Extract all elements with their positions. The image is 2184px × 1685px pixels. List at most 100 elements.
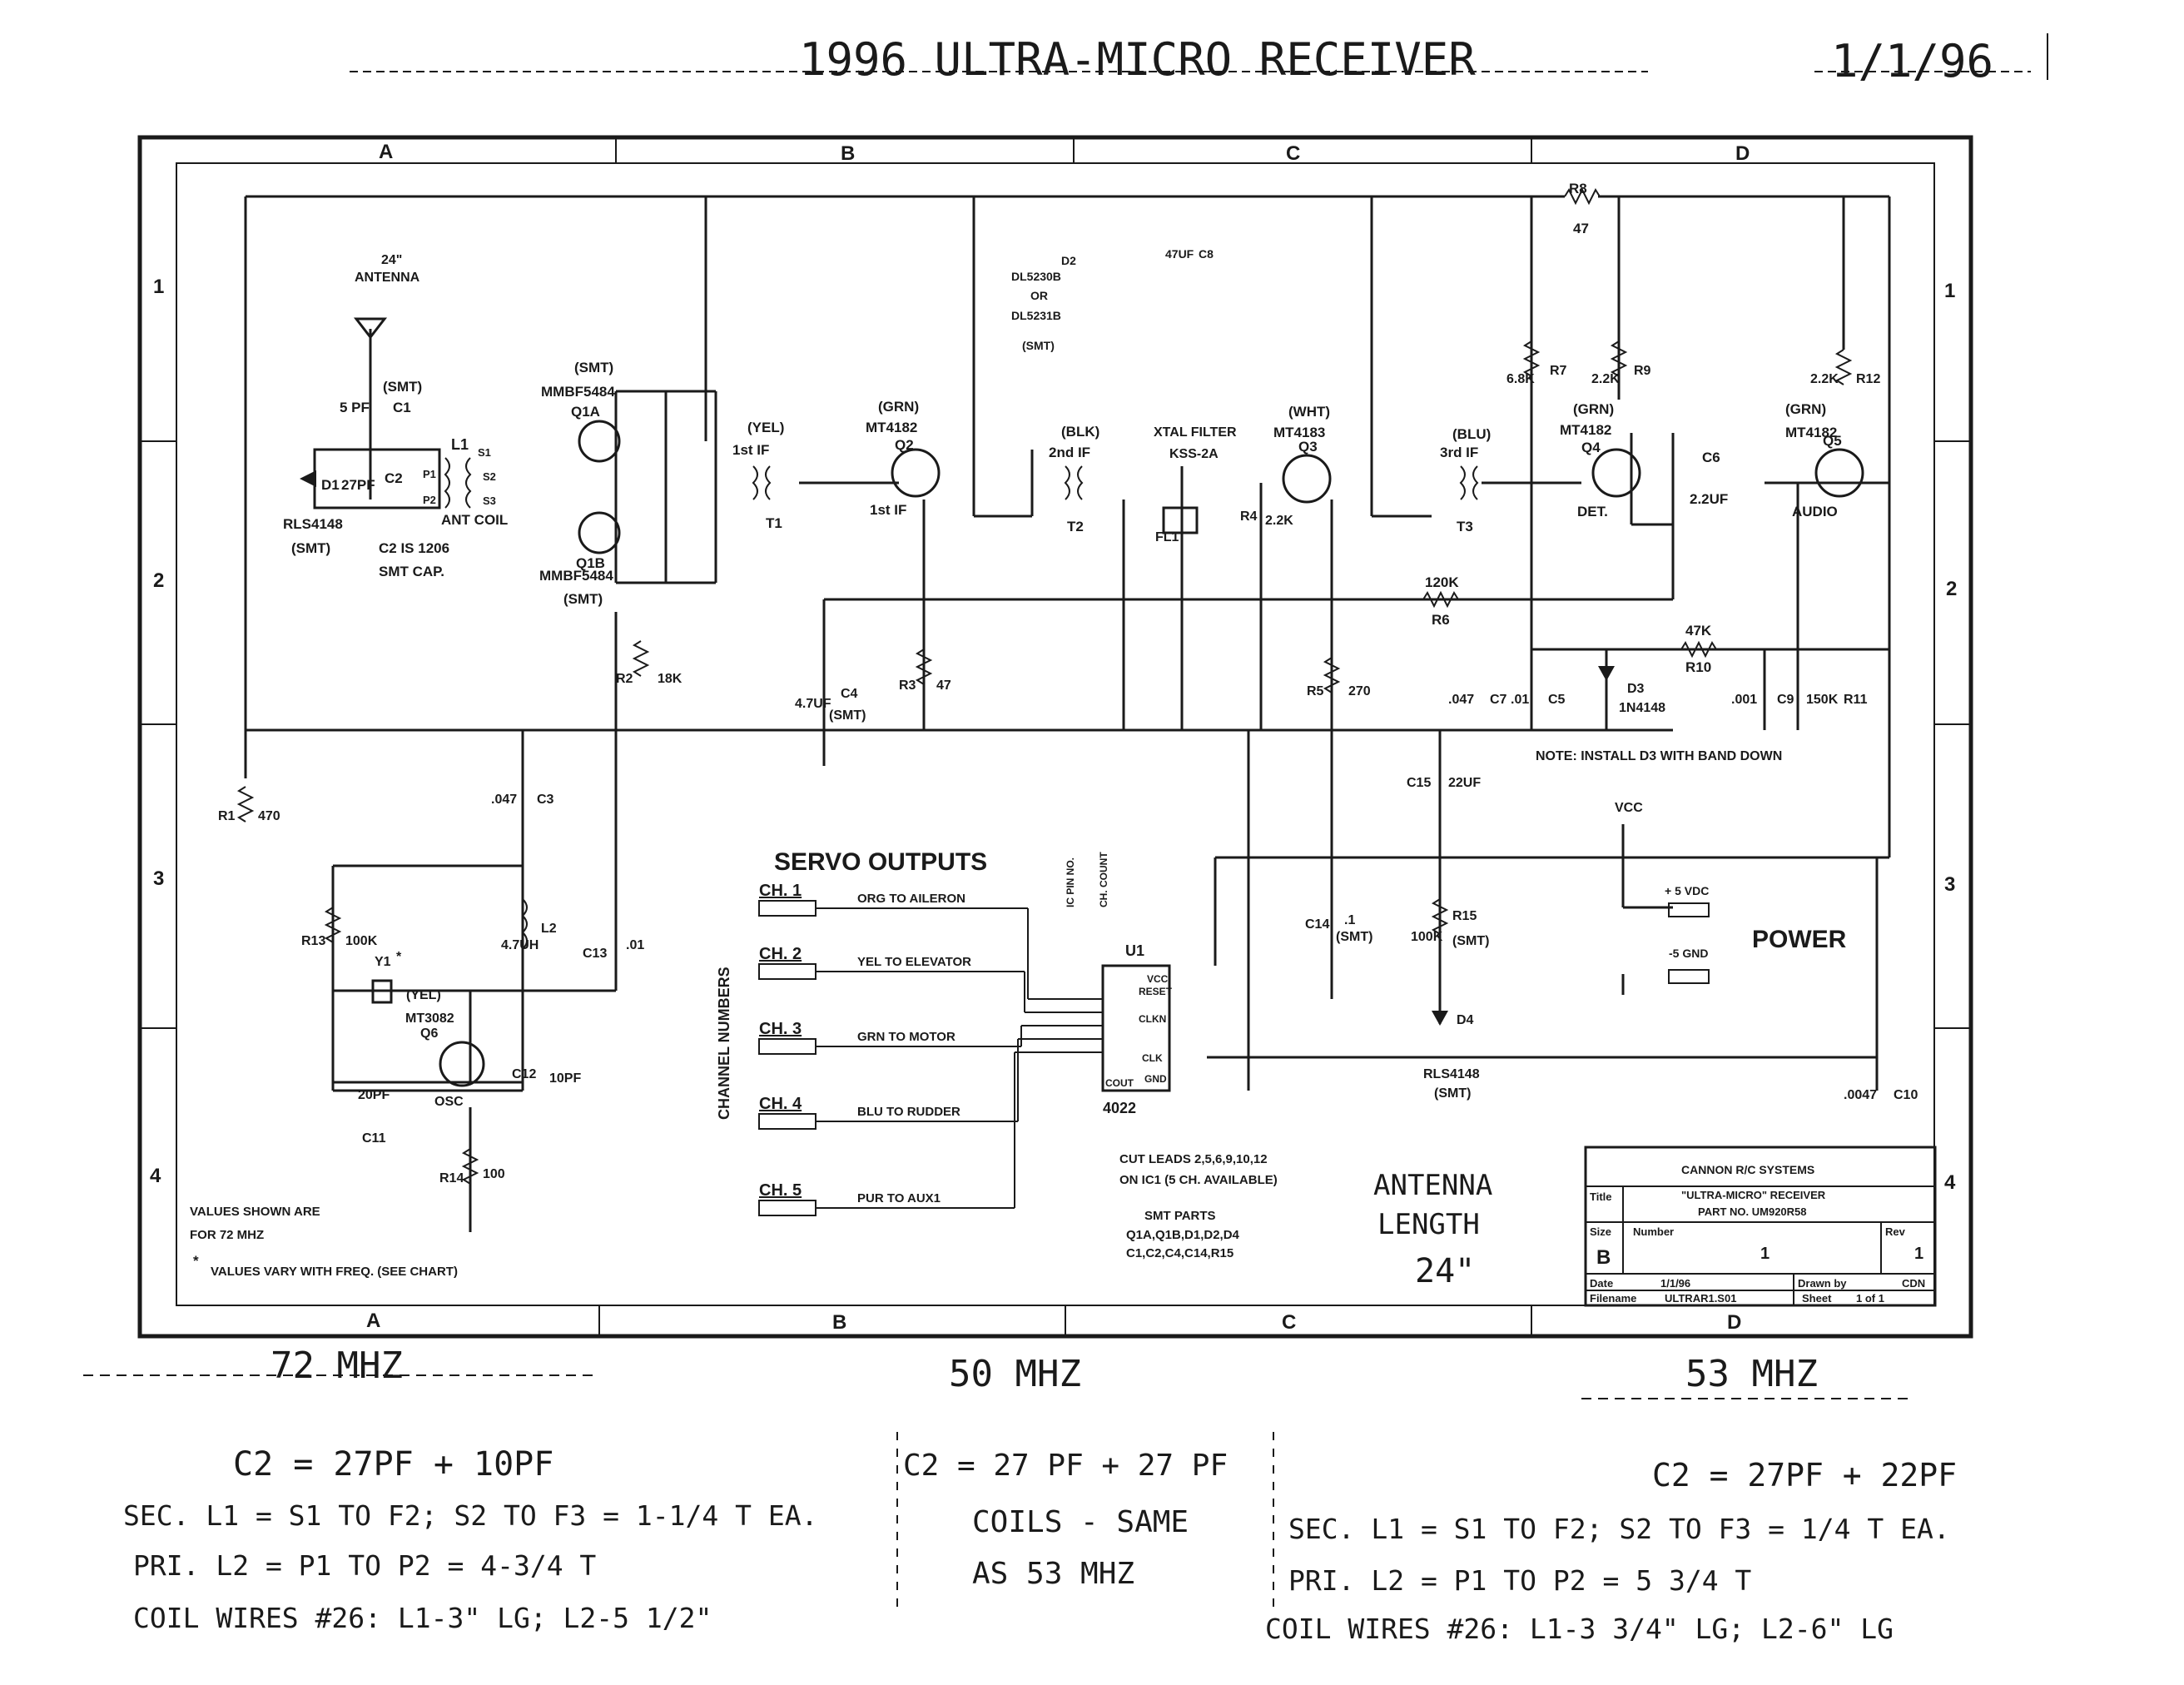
u1-pin-reset: RESET [1139,986,1173,997]
bottom-left-line-2: SEC. L1 = S1 TO F2; S2 TO F3 = 1-1/4 T E… [123,1499,817,1532]
title-block-sheet-label: Sheet [1802,1292,1832,1305]
q4-name: DET. [1577,504,1608,519]
y1-crystal [371,979,393,1004]
r9-resistor [1610,340,1628,377]
osc-label: OSC [434,1095,464,1109]
antenna-length-line-1: ANTENNA [1373,1169,1492,1202]
d2-part-2: DL5231B [1011,309,1061,322]
freq-50-label: 50 MHZ [949,1353,1081,1395]
bottom-right-line-4: COIL WIRES #26: L1-3 3/4" LG; L2-6" LG [1265,1613,1894,1645]
values-note-star: * [193,1253,199,1269]
c11-value: 20PF [358,1088,390,1102]
col-label-c-bottom: C [1282,1311,1296,1334]
title-block-filename: ULTRAR1.S01 [1665,1292,1736,1305]
bottom-right-line-1: C2 = 27PF + 22PF [1652,1457,1957,1494]
r12-ref: R12 [1856,372,1880,386]
r7-ref: R7 [1550,364,1567,378]
r8-ref: R8 [1569,181,1587,196]
servo-channel-5-label: CH. 5 [759,1181,802,1200]
t3-coil-b [1472,465,1479,500]
servo-channel-5-desc: PUR TO AUX1 [857,1191,941,1205]
row-label-4-left: 4 [150,1165,161,1187]
servo-channel-5-connector [758,1200,817,1216]
d3-part: 1N4148 [1619,701,1665,715]
xtal-filter-part: KSS-2A [1169,447,1219,461]
channel-numbers-label: CHANNEL NUMBERS [716,967,732,1120]
power-plus-connector [1668,902,1710,917]
servo-channel-3-label: CH. 3 [759,1020,802,1038]
q6-ref: Q6 [420,1026,438,1041]
c11-ref: C11 [362,1131,386,1146]
antenna-symbol [353,317,388,500]
row-label-1-left: 1 [153,276,164,298]
c14-value: .1 [1344,913,1355,927]
c5-ref: C5 [1548,693,1566,707]
col-label-b-top: B [841,142,855,165]
title-block-title: "ULTRA-MICRO" RECEIVER [1681,1189,1826,1201]
bottom-right-notes: C2 = 27PF + 22PF SEC. L1 = S1 TO F2; S2 T… [1265,1457,1957,1645]
col-label-d-bottom: D [1727,1311,1741,1334]
c8-value: 47UF [1165,247,1194,261]
servo-channel-1-connector [758,900,817,917]
r2-resistor [632,640,650,677]
l1-coil-secondary [465,457,472,509]
c1-value: 5 PF [340,400,370,415]
t1-coil-b [765,465,772,500]
bottom-middle-line-1: C2 = 27 PF + 27 PF [903,1449,1228,1483]
freq-53-label: 53 MHZ [1685,1353,1818,1395]
q3-color: (WHT) [1288,404,1330,420]
r15-ref: R15 [1452,909,1477,923]
q6-part: MT3082 [405,1011,454,1026]
r6-ref: R6 [1432,612,1450,628]
title-block-number: 1 [1760,1245,1770,1263]
c12-value: 10PF [549,1071,581,1086]
u1-pin-clk: CLK [1142,1052,1163,1064]
c1-note: (SMT) [383,379,422,395]
servo-channel-4-desc: BLU TO RUDDER [857,1105,960,1119]
r12-resistor [1834,349,1853,385]
servo-channel-3-connector [758,1038,817,1055]
c1-ref: C1 [393,400,411,415]
r5-value: 270 [1348,684,1371,698]
c2-value: 27PF [341,477,375,493]
r10-resistor [1680,640,1717,659]
c4-note: (SMT) [829,708,866,723]
c15-value: 22UF [1448,776,1481,790]
r7-value: 6.8K [1506,372,1535,386]
r14-value: 100 [483,1167,505,1181]
power-minus-label: -5 GND [1669,947,1708,960]
values-note-3: VALUES VARY WITH FREQ. (SEE CHART) [211,1265,458,1279]
q1b-ref: Q1B [576,555,605,571]
col-label-c-top: C [1286,142,1300,165]
l2-value: 4.7UH [501,938,539,952]
q5-part: MT4182 [1785,425,1837,440]
c14-ref: C14 [1305,917,1329,932]
r3-ref: R3 [899,678,916,693]
c9-value: .001 [1731,693,1757,707]
u1-pin-cout: COUT [1105,1077,1134,1089]
r13-value: 100K [345,934,378,948]
d4-part: RLS4148 [1423,1067,1480,1081]
t1-name: 1st IF [732,442,769,458]
q2-color: (GRN) [878,399,919,415]
r10-ref: R10 [1685,659,1711,675]
c2-note-2: SMT CAP. [379,564,444,579]
q3-transistor [1282,454,1332,504]
c9-ref: C9 [1777,693,1794,707]
r5-ref: R5 [1307,684,1324,698]
q5-color: (GRN) [1785,401,1826,417]
u1-part: 4022 [1103,1100,1136,1116]
vcc-label: VCC [1615,801,1643,815]
r6-value: 120K [1425,574,1459,590]
r11-ref: R11 [1844,693,1868,707]
d1-note: (SMT) [291,540,330,556]
bottom-right-line-2: SEC. L1 = S1 TO F2; S2 TO F3 = 1/4 T EA. [1288,1513,1950,1545]
d1-ref: D1 [321,477,340,493]
c13-ref: C13 [583,947,607,961]
title-block-drawn-label: Drawn by [1798,1277,1847,1290]
title-block-rev: 1 [1914,1245,1923,1263]
title-block [1584,1146,1937,1307]
title-block-part: PART NO. UM920R58 [1698,1205,1807,1218]
